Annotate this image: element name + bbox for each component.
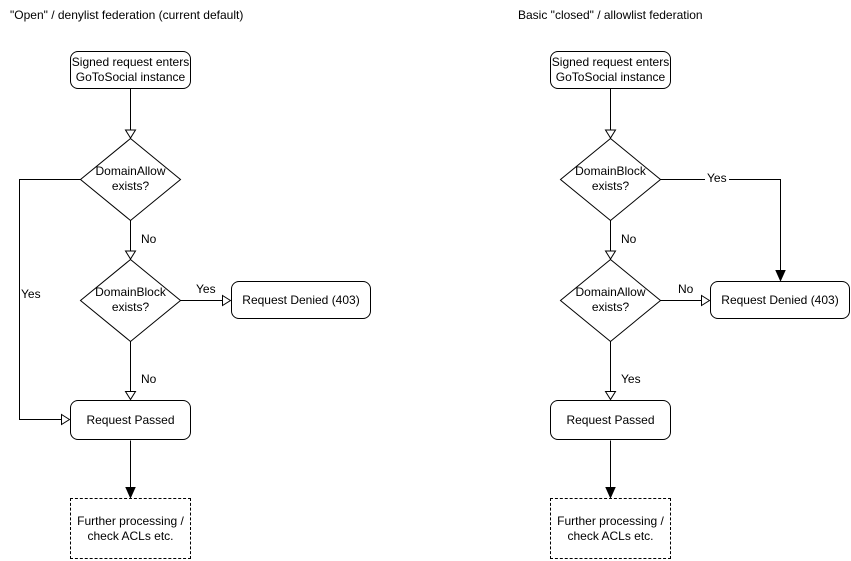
right-connectors: [610, 89, 781, 488]
open-arrowhead-down-icon: [604, 129, 617, 139]
open-arrowhead-down-icon: [604, 391, 617, 401]
right-chart-title: Basic "closed" / allowlist federation: [518, 8, 703, 22]
right-start-node: Signed request enters GoToSocial instanc…: [550, 51, 671, 89]
left-chart-title: "Open" / denylist federation (current de…: [10, 8, 244, 22]
open-arrowhead-right-icon: [222, 294, 232, 307]
left-connectors: [19, 89, 222, 488]
right-domainblock-diamond: [559, 137, 662, 222]
right-request-passed-node: Request Passed: [550, 400, 671, 440]
open-arrowheads: [61, 129, 711, 426]
left-domainblock-diamond: [79, 258, 182, 343]
filled-arrowheads: [125, 270, 786, 499]
open-arrowhead-down-icon: [124, 250, 137, 260]
right-further-processing-node: Further processing / check ACLs etc.: [550, 498, 671, 559]
open-arrowhead-right-icon: [61, 413, 71, 426]
decision-diamonds: [79, 137, 662, 343]
open-arrowhead-down-icon: [124, 129, 137, 139]
right-domainallow-decision-label: DomainAllow exists?: [575, 285, 646, 314]
left-domainallow-diamond: [79, 137, 182, 222]
open-arrowhead-right-icon: [701, 294, 711, 307]
right-edge-label-no-top: No: [621, 232, 637, 246]
left-edge-label-no-top: No: [141, 232, 157, 246]
open-arrowhead-down-icon: [124, 391, 137, 401]
filled-arrowhead-down-icon: [605, 487, 616, 499]
right-edge-label-yes-top: Yes: [705, 171, 729, 185]
left-request-denied-node: Request Denied (403): [231, 281, 371, 319]
right-request-denied-node: Request Denied (403): [710, 281, 850, 319]
left-domainallow-decision-label: DomainAllow exists?: [95, 164, 166, 193]
right-domainblock-decision-label: DomainBlock exists?: [575, 164, 646, 193]
left-start-node: Signed request enters GoToSocial instanc…: [70, 51, 191, 89]
left-domainblock-decision-label: DomainBlock exists?: [95, 285, 166, 314]
filled-arrowhead-down-icon: [125, 487, 136, 499]
left-edge-label-no-bottom: No: [141, 372, 157, 386]
right-edge-label-no-denied: No: [678, 282, 694, 296]
right-edge-label-yes-bottom: Yes: [621, 372, 641, 386]
left-edge-label-yes-loop: Yes: [21, 287, 41, 301]
filled-arrowhead-down-icon: [775, 270, 786, 282]
right-domainallow-diamond: [559, 258, 662, 343]
right-edge-yes-elbow-to-denied: [660, 179, 781, 270]
left-further-processing-node: Further processing / check ACLs etc.: [70, 498, 191, 559]
left-edge-label-yes-denied: Yes: [196, 282, 216, 296]
left-request-passed-node: Request Passed: [70, 400, 191, 440]
open-arrowhead-down-icon: [604, 250, 617, 260]
left-edge-yes-loop: [19, 179, 81, 420]
